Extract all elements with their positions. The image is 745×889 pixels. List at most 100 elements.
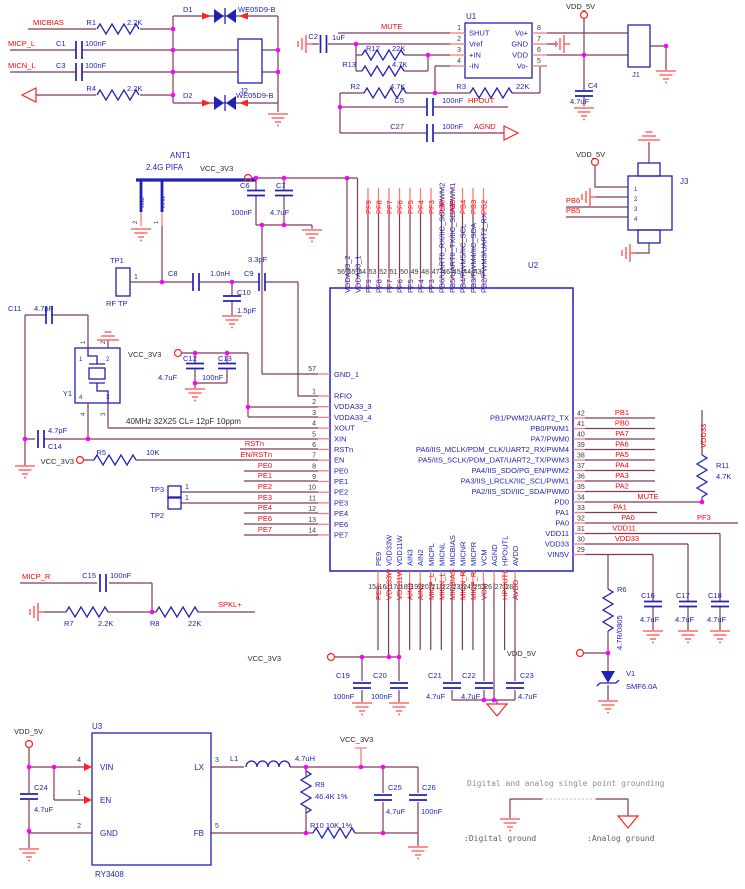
note-title: Digital and analog single point groundin…: [467, 779, 665, 788]
u2-left-name-2: VDDA33_3: [334, 402, 372, 411]
regulator-section: VDD_5V U3 RY3408 C24 4.7uF L1 4.7uH R9 4…: [14, 722, 443, 879]
ref-c14: C14: [48, 442, 62, 451]
u2-right-net-40: PA7: [615, 429, 629, 438]
u2-bot-num-28: 28: [505, 584, 513, 591]
u2-bot-net-24: MICP_R: [469, 571, 478, 600]
u2-top-name-47: PB6/UART0_RX/IIC_SCL/PWM2: [438, 183, 447, 293]
u2-right-name-29: VIN5V: [547, 550, 569, 559]
u2-right-num-30: 30: [577, 537, 585, 544]
u2-bot-net-28: AVDD: [511, 579, 520, 600]
ref-c17: C17: [676, 591, 690, 600]
power-node-vdd5v-reg: [24, 739, 34, 749]
ref-tp3: TP3: [150, 485, 164, 494]
u2-bot-num-22: 22: [442, 584, 450, 591]
val-v1: SMF6.0A: [626, 682, 657, 691]
ref-c20: C20: [373, 671, 387, 680]
mcu-u2-section: U2 57 GND_1 VDD33 R11 4.7K PF3 56VDDA33_…: [308, 178, 738, 657]
u2-right-name-41: PB0/PWM1: [530, 424, 569, 433]
y1-pin4-in: 4: [79, 395, 83, 401]
y1-pin3-in: 3: [106, 395, 110, 401]
ref-tp1: TP1: [110, 256, 124, 265]
net-label-micbias: MICBIAS: [33, 18, 64, 27]
val-c9: 3.3pF: [248, 255, 268, 264]
u2-bot-net-21: MICN_L: [437, 572, 446, 600]
ref-r1: R1: [86, 18, 96, 27]
y1-pin2-in: 2: [106, 357, 110, 363]
analog-ground-triangle: [485, 703, 509, 717]
ant-pin1: 1: [154, 220, 160, 224]
u2-bot-name-20: MICPL: [427, 543, 436, 566]
u2-left-num-2: 2: [312, 399, 316, 406]
u2-left-num-1: 1: [312, 389, 316, 396]
label-rf-tp: RF TP: [106, 299, 128, 308]
testpoint-tp2: [167, 496, 182, 510]
u2-left-num-13: 13: [308, 517, 316, 524]
tvs-diode-v1: [601, 671, 615, 683]
u2-left-num-14: 14: [308, 527, 316, 534]
u3-pin-name-LX: LX: [194, 763, 204, 772]
val-c15: 100nF: [110, 571, 132, 580]
headphone-amp-section: MUTE C2 1uF R12 22K R13 4.7K R2 4.7K R3 …: [297, 2, 677, 143]
val-r3: 22K: [516, 82, 529, 91]
inductor-l1: [245, 760, 291, 768]
ref-c23: C23: [520, 671, 534, 680]
u2-right-name-34: PD0: [554, 498, 569, 507]
val-r9: 46.4K 1%: [315, 792, 348, 801]
ref-c16: C16: [641, 591, 655, 600]
u2-left-num-6: 6: [312, 442, 316, 449]
u2-right-name-31: VDD11: [545, 529, 569, 538]
val-r6: 4.7R/0805: [615, 615, 624, 650]
ref-u2: U2: [528, 261, 539, 270]
u2-right-net-30: VDD33: [615, 534, 639, 543]
ref-c12: C12: [183, 354, 197, 363]
ref-r5: R5: [96, 448, 106, 457]
ref-c19: C19: [336, 671, 350, 680]
u2-right-name-38: PA5/IIS_SCLK/PDM_DAT/UART2_TX/PWM3: [418, 456, 569, 465]
u2-top-name-48: PF3: [427, 279, 436, 293]
u2-right-num-34: 34: [577, 495, 585, 502]
net-label-agnd: AGND: [474, 122, 496, 131]
tp1-pin: 1: [134, 274, 138, 281]
val-l1: 4.7uH: [295, 754, 315, 763]
val-c21: 4.7uF: [426, 692, 446, 701]
u2-top-net-54: PF9: [364, 200, 373, 214]
u2-right-num-35: 35: [577, 484, 585, 491]
u2-left-name-9: PE1: [334, 477, 348, 486]
u2-top-num-51: 51: [390, 269, 398, 276]
val-d2: WE05D9-B: [236, 91, 274, 100]
net-label-pe2: PE2: [258, 482, 272, 491]
y1-pin2-out: 2: [101, 340, 107, 344]
capacitor-c1: [75, 40, 83, 60]
u2-left-num-10: 10: [308, 485, 316, 492]
u1-pin-num-6: 6: [537, 47, 541, 54]
y1-pin4-out: 4: [81, 412, 87, 416]
u2-bot-num-23: 23: [453, 584, 461, 591]
u2-bot-name-26: AGND: [490, 544, 499, 566]
ref-c2: C2: [308, 32, 318, 41]
u2-pin57-name: GND_1: [334, 370, 359, 379]
capacitor-c21: [442, 682, 462, 689]
u2-right-num-32: 32: [577, 516, 585, 523]
capacitor-c23: [505, 682, 525, 689]
u2-right-net-36: PA3: [615, 471, 629, 480]
val-r5: 10K: [146, 448, 159, 457]
u2-right-num-37: 37: [577, 463, 585, 470]
tp2-pin: 1: [185, 495, 189, 502]
net-label-rstn: RSTn: [245, 439, 264, 448]
u2-bot-num-16: 16: [379, 584, 387, 591]
power-label-vcc3v3-bottom: VCC_3V3: [248, 654, 281, 663]
u2-right-net-39: PA6: [615, 440, 629, 449]
val-c27: 100nF: [442, 122, 464, 131]
u2-left-num-12: 12: [308, 506, 316, 513]
u2-left-num-4: 4: [312, 421, 316, 428]
u2-right-net-41: PB0: [615, 419, 629, 428]
ref-y1: Y1: [63, 389, 72, 398]
capacitor-c4: [574, 90, 594, 97]
ref-r12: R12: [366, 44, 380, 53]
u2-right-net-35: PA2: [615, 482, 629, 491]
rf-match-section: TP1 1 RF TP C8 1.0nH C9 3.3pF C10 1.5pF: [106, 255, 318, 397]
u2-top-net-53: PF8: [375, 200, 384, 214]
val-c1: 100nF: [85, 39, 107, 48]
u2-right-num-42: 42: [577, 411, 585, 418]
ref-c6: C6: [240, 181, 250, 190]
